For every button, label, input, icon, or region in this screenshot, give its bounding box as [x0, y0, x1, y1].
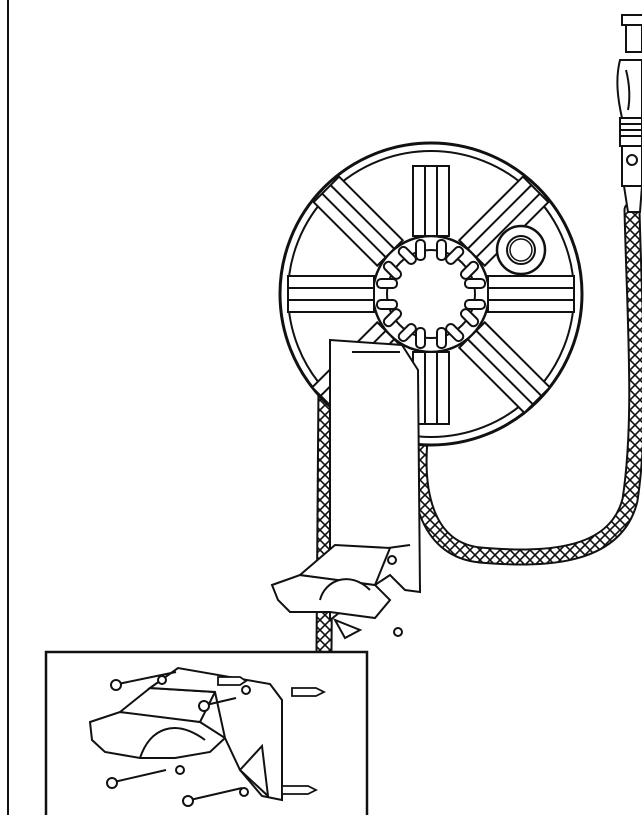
inset-bracket: [88, 666, 283, 802]
fixing-screw: [106, 671, 243, 807]
wall-plug: [217, 676, 327, 795]
wall-mount-bracket: [270, 338, 422, 640]
hose-connector: [619, 117, 642, 213]
hose-reel-drum: [278, 141, 584, 447]
reel-crank-knob: [495, 224, 547, 276]
tap-faucet: [616, 14, 642, 119]
